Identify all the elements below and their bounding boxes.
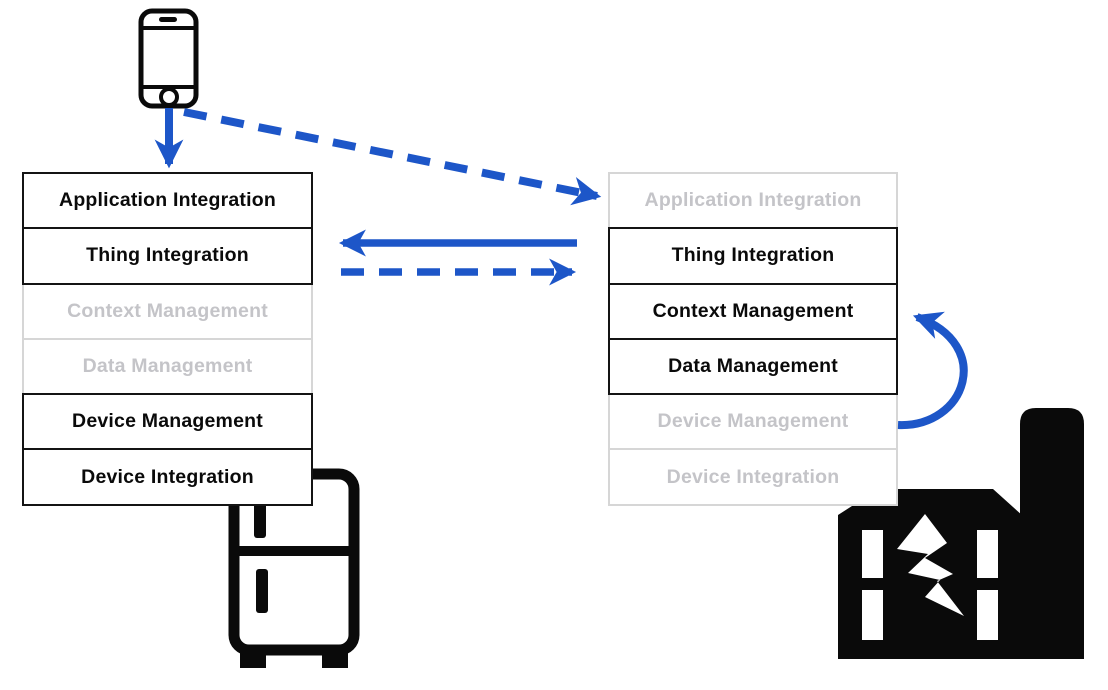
left-row-device-integration: Device Integration [22, 448, 313, 506]
lightning-bolt-icon [897, 514, 964, 616]
refrigerator-icon [228, 468, 360, 668]
left-row-context-management: Context Management [22, 282, 313, 340]
right-row-device-management: Device Management [608, 393, 898, 451]
right-protocol-stack: Application Integration Thing Integratio… [608, 172, 898, 506]
left-row-application-integration: Application Integration [22, 172, 313, 230]
factory-icon [838, 408, 1084, 659]
right-row-thing-integration: Thing Integration [608, 227, 898, 285]
left-row-data-management: Data Management [22, 337, 313, 396]
right-row-device-integration: Device Integration [608, 448, 898, 506]
right-row-application-integration: Application Integration [608, 172, 898, 230]
right-row-data-management: Data Management [608, 337, 898, 396]
left-row-thing-integration: Thing Integration [22, 227, 313, 285]
smartphone-icon [138, 8, 199, 109]
right-row-context-management: Context Management [608, 282, 898, 340]
left-row-device-management: Device Management [22, 393, 313, 451]
left-protocol-stack: Application Integration Thing Integratio… [22, 172, 313, 506]
